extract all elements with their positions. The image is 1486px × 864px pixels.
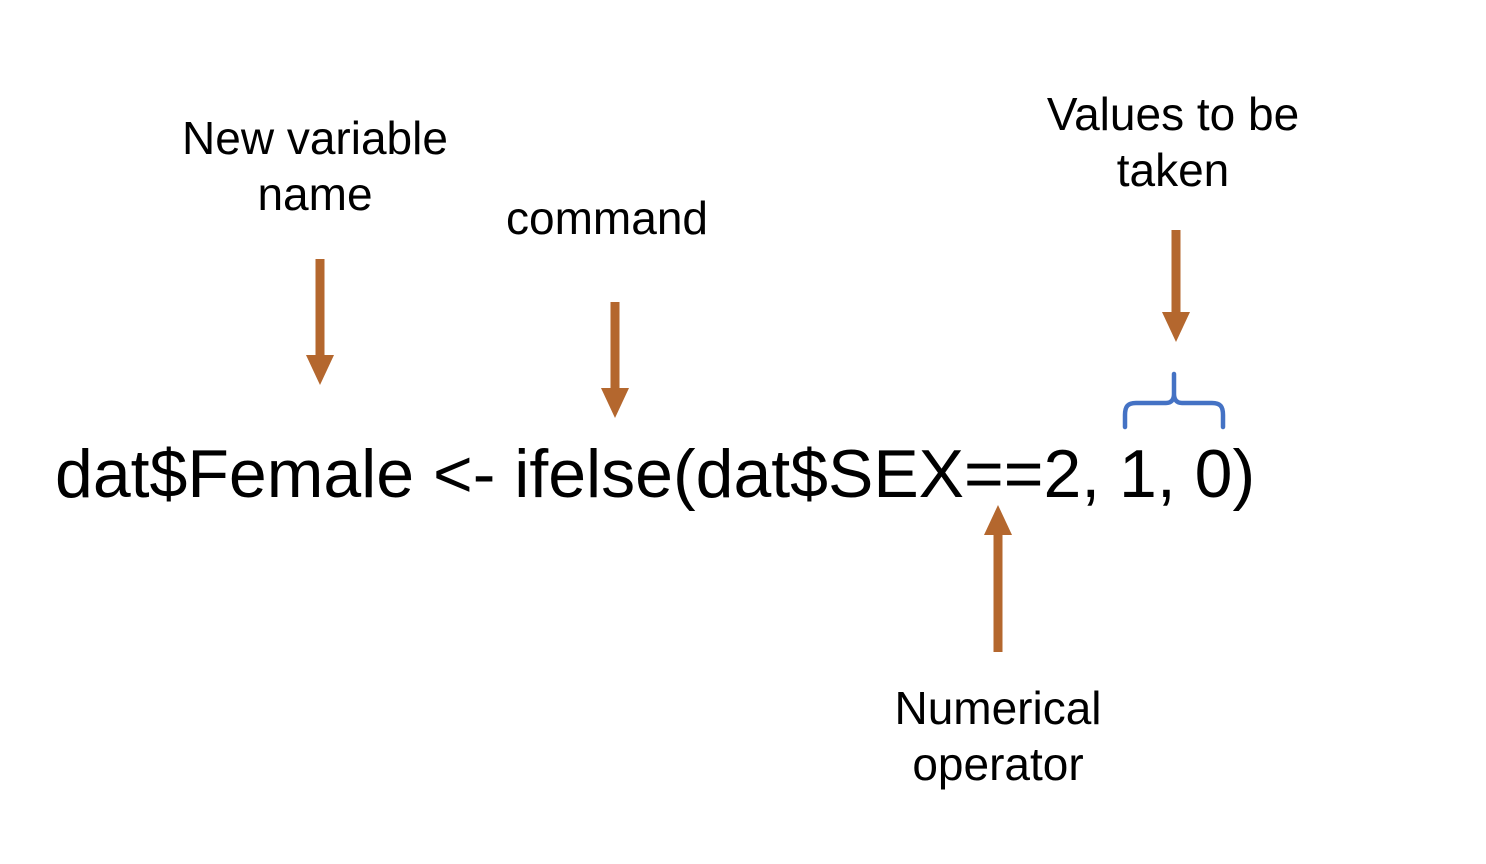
values-label: Values to be taken [1046, 88, 1300, 197]
values-over-brace-icon [1122, 371, 1226, 430]
code-line: dat$Female <- ifelse(dat$SEX==2, 1, 0) [55, 436, 1256, 512]
values-down-arrow-icon [1162, 230, 1190, 342]
command-label: command [506, 192, 708, 244]
numerical-operator-label: Numerical operator [894, 682, 1102, 791]
command-down-arrow-icon [601, 302, 629, 418]
new-variable-label: New variable name [182, 112, 448, 221]
numerical-operator-up-arrow-icon [984, 505, 1012, 652]
new-variable-down-arrow-icon [306, 259, 334, 385]
